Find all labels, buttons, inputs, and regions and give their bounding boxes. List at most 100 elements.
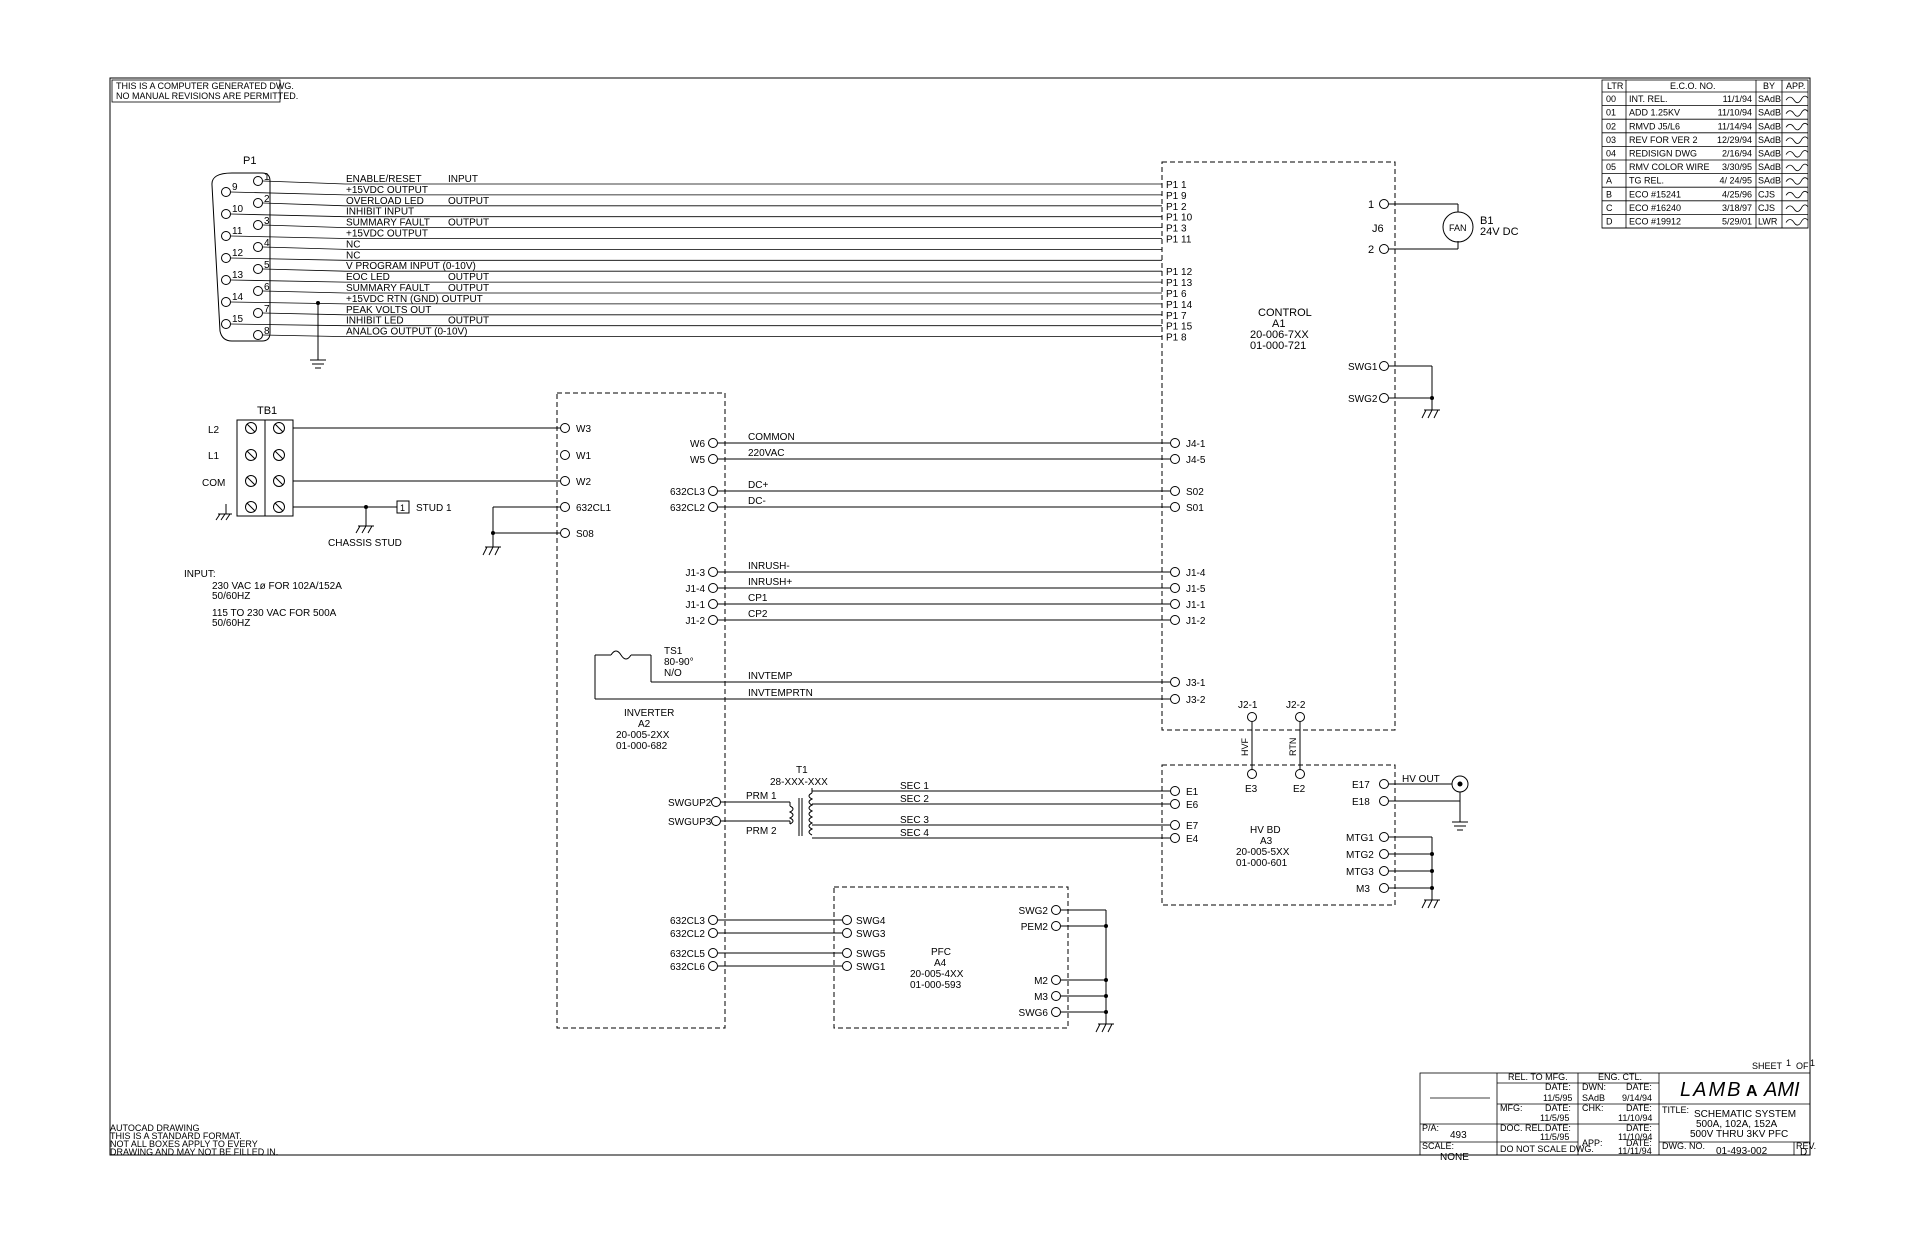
t1-secondary-label: SEC 1 bbox=[900, 781, 929, 792]
p1-signal-name: ENABLE/RESET bbox=[346, 174, 422, 185]
svg-text:TITLE:: TITLE: bbox=[1662, 1105, 1689, 1115]
p1-signal-direction: OUTPUT bbox=[448, 196, 489, 207]
computer-generated-note: THIS IS A COMPUTER GENERATED DWG. NO MAN… bbox=[111, 79, 298, 103]
rev-by: SAdB bbox=[1758, 94, 1781, 104]
inverter-pin bbox=[708, 948, 718, 958]
p1-signal-name: +15VDC RTN (GND) OUTPUT bbox=[346, 294, 483, 305]
control-pin bbox=[1170, 502, 1180, 512]
svg-text:2: 2 bbox=[1368, 244, 1374, 256]
rev-eco: RMV COLOR WIRE bbox=[1629, 162, 1710, 172]
t1-secondary-label: SEC 2 bbox=[900, 794, 929, 805]
svg-text:M3: M3 bbox=[1356, 884, 1370, 895]
pfc-pin bbox=[1051, 975, 1061, 985]
t1-transformer: T1 28-XXX-XXX SWGUP2 SWGUP3 PRM 1 PRM 2 bbox=[668, 765, 828, 837]
control-pin-label: J3-1 bbox=[1186, 678, 1206, 689]
rev-eco: REDISIGN DWG bbox=[1629, 149, 1697, 159]
rev-eco: ECO #19912 bbox=[1629, 217, 1681, 227]
inverter-pin bbox=[708, 438, 718, 448]
rev-eco: ECO #16240 bbox=[1629, 203, 1681, 213]
inverter-pin bbox=[708, 486, 718, 496]
svg-text:28-XXX-XXX: 28-XXX-XXX bbox=[770, 777, 828, 788]
rev-ltr: 05 bbox=[1606, 162, 1616, 172]
svg-text:PRM 1: PRM 1 bbox=[746, 791, 777, 802]
pfc-pin bbox=[842, 915, 852, 925]
rev-by: SAdB bbox=[1758, 121, 1781, 131]
svg-text:N/O: N/O bbox=[664, 668, 682, 679]
wire-signal-label: DC+ bbox=[748, 480, 768, 491]
sheet-border bbox=[109, 77, 1811, 1156]
control-pin-label: J4-1 bbox=[1186, 439, 1206, 450]
fan-connector-j6: 1 J6 2 FAN B1 24V DC bbox=[1368, 199, 1519, 256]
inverter-label: INVERTER A2 20-005-2XX 01-000-682 bbox=[616, 708, 674, 752]
svg-text:HVF: HVF bbox=[1240, 737, 1250, 756]
p1-signal-direction: OUTPUT bbox=[448, 283, 489, 294]
rev-by: CJS bbox=[1758, 189, 1775, 199]
svg-text:1: 1 bbox=[1786, 1058, 1791, 1068]
svg-text:APP:: APP: bbox=[1582, 1138, 1603, 1148]
inverter-control-wires: W6COMMONJ4-1W5220VACJ4-5632CL3DC+S02632C… bbox=[670, 432, 1206, 706]
approval-signature bbox=[1785, 122, 1809, 131]
svg-text:STUD 1: STUD 1 bbox=[416, 503, 452, 514]
svg-text:11/5/95: 11/5/95 bbox=[1540, 1113, 1569, 1123]
wire-signal-label: DC- bbox=[748, 496, 766, 507]
control-pin-label: S02 bbox=[1186, 487, 1204, 498]
j2-connector: J2-1 J2-2 HVF RTN E3 E2 bbox=[1238, 700, 1306, 795]
rev-ltr: 00 bbox=[1606, 94, 1616, 104]
svg-text:A: A bbox=[1746, 1083, 1758, 1100]
inverter-pin bbox=[708, 599, 718, 609]
control-pin bbox=[1170, 677, 1180, 687]
ts1-thermal-switch: TS1 80-90° N/O bbox=[594, 646, 1170, 700]
inverter-pin-label: 632CL3 bbox=[670, 916, 705, 927]
svg-text:THIS IS A COMPUTER GENERATED D: THIS IS A COMPUTER GENERATED DWG. bbox=[116, 81, 294, 91]
control-pin bbox=[1170, 615, 1180, 625]
pfc-label: PFC A4 20-005-4XX 01-000-593 bbox=[910, 947, 964, 991]
wire-signal-label: CP2 bbox=[748, 609, 768, 620]
control-p1-pin: P1 6 bbox=[1166, 289, 1187, 300]
control-pin-label: J4-5 bbox=[1186, 455, 1206, 466]
svg-text:D: D bbox=[1800, 1147, 1807, 1158]
svg-text:B1: B1 bbox=[1480, 215, 1493, 227]
pfc-pin-label: SWG3 bbox=[856, 929, 886, 940]
rev-by: SAdB bbox=[1758, 135, 1781, 145]
p1-pin-number: 7 bbox=[264, 304, 270, 315]
svg-text:1: 1 bbox=[1810, 1058, 1815, 1068]
svg-text:HV BD: HV BD bbox=[1250, 825, 1281, 836]
svg-text:DATE:: DATE: bbox=[1545, 1123, 1571, 1133]
t1-secondary-label: SEC 3 bbox=[900, 815, 929, 826]
rev-eco: REV FOR VER 2 bbox=[1629, 135, 1698, 145]
svg-text:80-90°: 80-90° bbox=[664, 657, 694, 668]
p1-pin bbox=[221, 297, 231, 307]
svg-text:01-000-601: 01-000-601 bbox=[1236, 858, 1288, 869]
rev-by: SAdB bbox=[1758, 149, 1781, 159]
approval-signature bbox=[1785, 204, 1809, 212]
svg-text:W3: W3 bbox=[576, 424, 591, 435]
pfc-pin bbox=[1051, 921, 1061, 931]
p1-signal-name: SUMMARY FAULT bbox=[346, 218, 430, 229]
rev-eco: RMVD J5/L6 bbox=[1629, 121, 1680, 131]
approval-signature bbox=[1785, 218, 1809, 226]
svg-text:CONTROL: CONTROL bbox=[1258, 307, 1312, 319]
inverter-inputs: W3 W1 W2 632CL1 S08 bbox=[482, 423, 611, 556]
p1-pin bbox=[221, 209, 231, 219]
control-pin-label: J1-2 bbox=[1186, 616, 1206, 627]
hv-input-label: E6 bbox=[1186, 800, 1199, 811]
control-label: CONTROL A1 20-006-7XX 01-000-721 bbox=[1250, 307, 1312, 352]
svg-text:MTG3: MTG3 bbox=[1346, 867, 1374, 878]
svg-text:DOC. REL.: DOC. REL. bbox=[1500, 1123, 1545, 1133]
control-p1-pin: P1 12 bbox=[1166, 267, 1193, 278]
p1-pin-number: 12 bbox=[232, 248, 244, 259]
pfc-pin bbox=[842, 961, 852, 971]
rev-ltr: B bbox=[1606, 189, 1612, 199]
p1-pin-number: 11 bbox=[232, 226, 243, 237]
svg-text:L1: L1 bbox=[208, 451, 220, 462]
approval-signature bbox=[1785, 190, 1809, 199]
svg-text:CHK:: CHK: bbox=[1582, 1103, 1604, 1113]
wire-signal-label: INRUSH+ bbox=[748, 577, 792, 588]
svg-text:115 TO 230 VAC FOR 500A: 115 TO 230 VAC FOR 500A bbox=[212, 608, 337, 619]
rev-date: 5/29/01 bbox=[1722, 217, 1752, 227]
p1-pin-number: 5 bbox=[264, 260, 270, 271]
rev-date: 4/ 24/95 bbox=[1719, 176, 1752, 186]
